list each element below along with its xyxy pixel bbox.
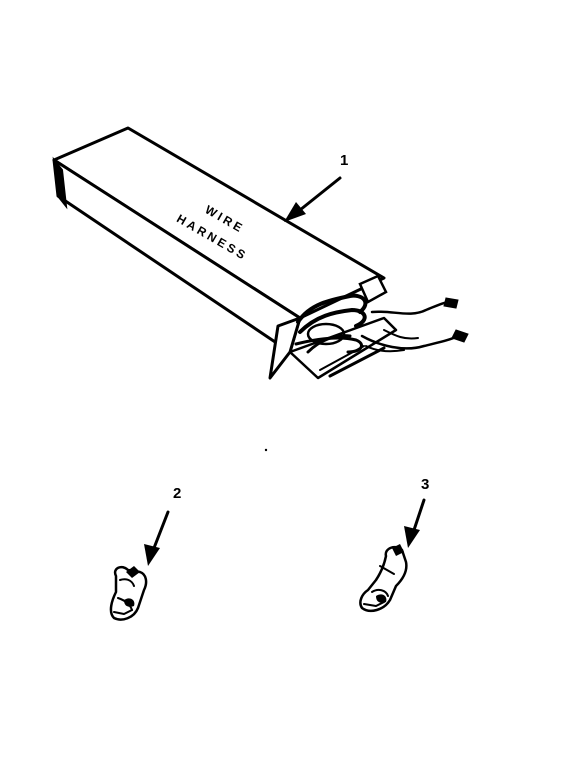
- terminal-part-2: [109, 565, 148, 621]
- wire-leads: [360, 297, 469, 353]
- terminal-part-3: [359, 544, 408, 612]
- box-lid-flap: [358, 274, 388, 304]
- callout-3-number: 3: [421, 476, 429, 493]
- callout-3-arrow-shaft: [412, 498, 426, 532]
- callout-1: 1: [284, 152, 348, 222]
- stray-mark: [264, 448, 268, 452]
- callout-1-arrowhead: [284, 202, 306, 222]
- callout-3: 3: [404, 476, 429, 548]
- callout-3-arrowhead: [404, 526, 420, 548]
- box-left-end: [52, 156, 68, 210]
- callout-2: 2: [144, 485, 181, 566]
- callout-1-arrow-shaft: [298, 176, 342, 212]
- wire-bundle: [294, 293, 386, 378]
- callout-1-number: 1: [340, 152, 348, 169]
- callout-2-arrow-shaft: [152, 510, 170, 550]
- wire-harness-box: WIRE HARNESS: [52, 126, 469, 380]
- callout-2-number: 2: [173, 485, 181, 502]
- callout-2-arrowhead: [144, 544, 160, 566]
- box-bottom-flap: [288, 316, 398, 380]
- wire-connector-lower: [451, 329, 469, 343]
- wire-connector-upper: [443, 297, 459, 309]
